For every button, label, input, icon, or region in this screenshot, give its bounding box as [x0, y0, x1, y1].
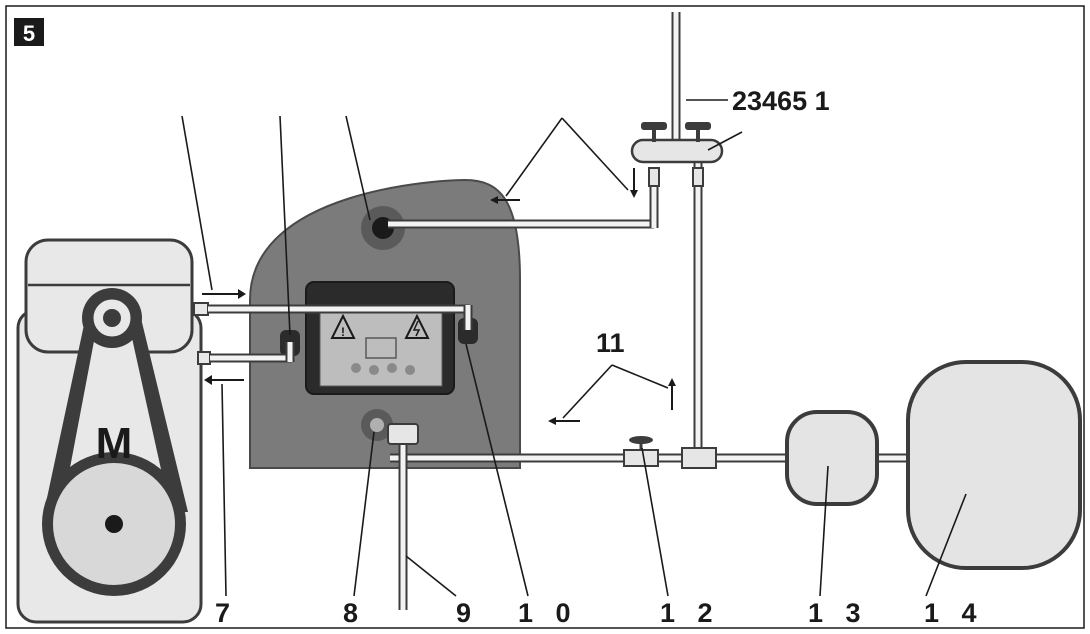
- bottom-fittings: [387, 423, 717, 469]
- valve-handle-bottom: [629, 436, 653, 444]
- label-1-6: 23465 1: [732, 86, 830, 116]
- labels: 23465 1 11 7 8 9 1 0 1 2 1 3 1 4: [215, 86, 977, 628]
- large-tank: [906, 360, 1082, 570]
- manifold: [630, 138, 724, 164]
- valve-handle-right: [685, 122, 711, 130]
- label-7: 7: [215, 598, 230, 628]
- motor-inlet-port: [197, 351, 211, 365]
- bottom-elbow: [387, 423, 419, 445]
- callout-lines: [181, 99, 967, 597]
- manual-icon: [365, 337, 397, 359]
- label-14: 1 4: [924, 598, 977, 628]
- motor-letter: M: [96, 419, 133, 468]
- label-9: 9: [456, 598, 471, 628]
- figure-number-badge: [14, 18, 44, 46]
- small-tank: [785, 410, 879, 506]
- svg-text:!: !: [341, 325, 345, 339]
- label-10: 1 0: [518, 598, 571, 628]
- motor-outlet-port: [193, 302, 209, 316]
- warning-icon-left: [330, 313, 356, 339]
- right-fitting: [458, 318, 478, 344]
- valve-handle-left: [641, 122, 667, 130]
- figure-number: 5: [23, 21, 35, 46]
- warning-icon-right: [404, 313, 430, 339]
- label-11: 11: [596, 328, 625, 358]
- valve-body: [623, 449, 659, 467]
- label-12: 1 2: [660, 598, 713, 628]
- flow-arrows: [202, 168, 676, 425]
- label-8: 8: [343, 598, 358, 628]
- figure-frame: [5, 5, 1085, 629]
- motor: M: [16, 238, 211, 624]
- tee-fitting: [681, 447, 717, 469]
- control-label: [319, 305, 443, 387]
- manifold-valves: [630, 122, 724, 187]
- label-13: 1 3: [808, 598, 861, 628]
